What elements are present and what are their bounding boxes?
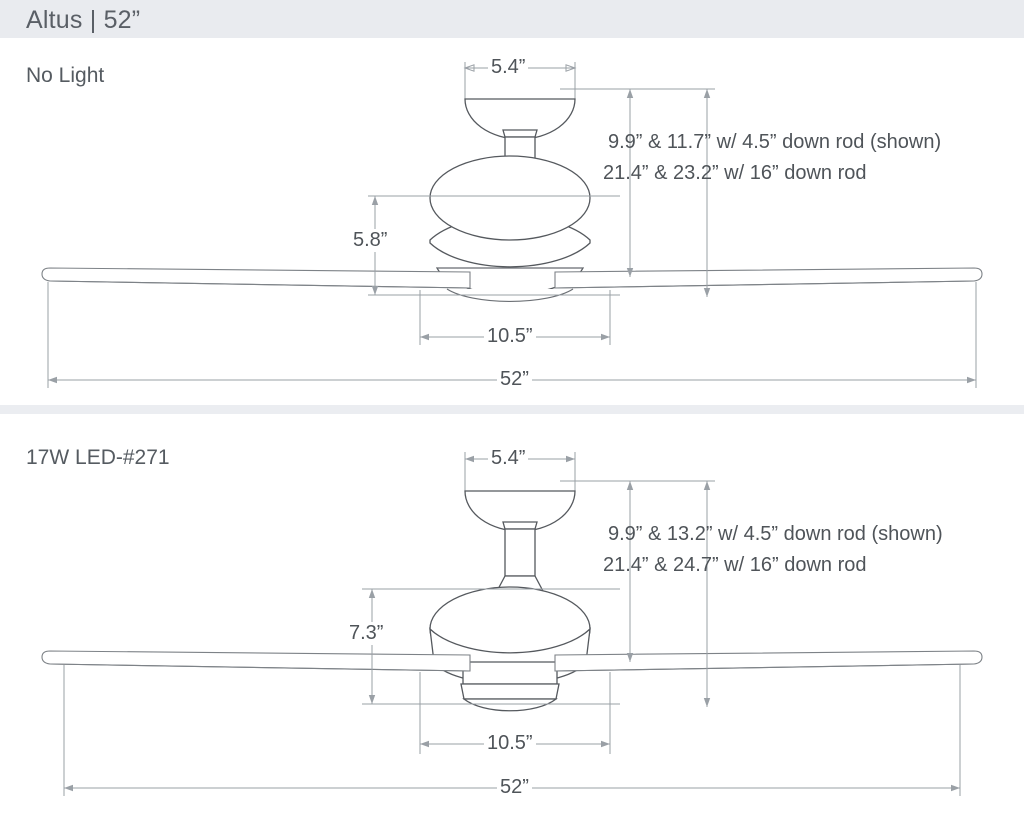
fan-diagram-no-light — [41, 62, 983, 388]
light-kit-lens — [462, 698, 558, 712]
page-title: Altus | 52” — [26, 6, 141, 34]
light-kit-upper-band — [462, 661, 558, 685]
housing-width-label: 10.5” — [484, 732, 536, 755]
blade-right — [554, 267, 983, 289]
panel-divider — [0, 405, 1024, 414]
downrod-collar — [502, 521, 538, 530]
canopy-width-label: 5.4” — [488, 56, 529, 79]
canopy-width-label: 5.4” — [488, 447, 529, 470]
blade-right — [554, 650, 983, 672]
motor-housing-top-ellipse — [429, 155, 591, 241]
panel-label-led-271: 17W LED-#271 — [26, 446, 170, 469]
blade-left — [41, 267, 471, 289]
housing-height-label: 5.8” — [350, 229, 391, 252]
downrod — [504, 528, 536, 577]
drop-note-line-2: 21.4” & 23.2” w/ 16” down rod — [603, 162, 867, 184]
fan-diagram-led-271 — [41, 452, 983, 796]
blade-left — [41, 650, 471, 672]
housing-height-dimension — [362, 588, 620, 705]
drop-note-line-1: 9.9” & 13.2” w/ 4.5” down rod (shown) — [608, 523, 943, 545]
panel-led-271: 17W LED-#271 — [0, 414, 1024, 840]
drop-height-dimensions — [560, 88, 715, 297]
drop-height-dimensions — [560, 480, 715, 707]
panel-no-light: No Light — [0, 0, 1024, 405]
drop-note-line-2: 21.4” & 24.7” w/ 16” down rod — [603, 554, 867, 576]
header-bar — [0, 0, 1024, 38]
housing-height-dimension — [368, 195, 620, 296]
panel-label-no-light: No Light — [26, 64, 105, 87]
housing-height-label: 7.3” — [346, 622, 387, 645]
light-kit-lower-band — [460, 683, 560, 700]
blade-span-label: 52” — [497, 776, 532, 799]
drop-note-line-1: 9.9” & 11.7” w/ 4.5” down rod (shown) — [608, 131, 942, 153]
downrod-collar — [502, 129, 538, 138]
blade-span-label: 52” — [497, 368, 532, 391]
housing-width-label: 10.5” — [484, 325, 536, 348]
